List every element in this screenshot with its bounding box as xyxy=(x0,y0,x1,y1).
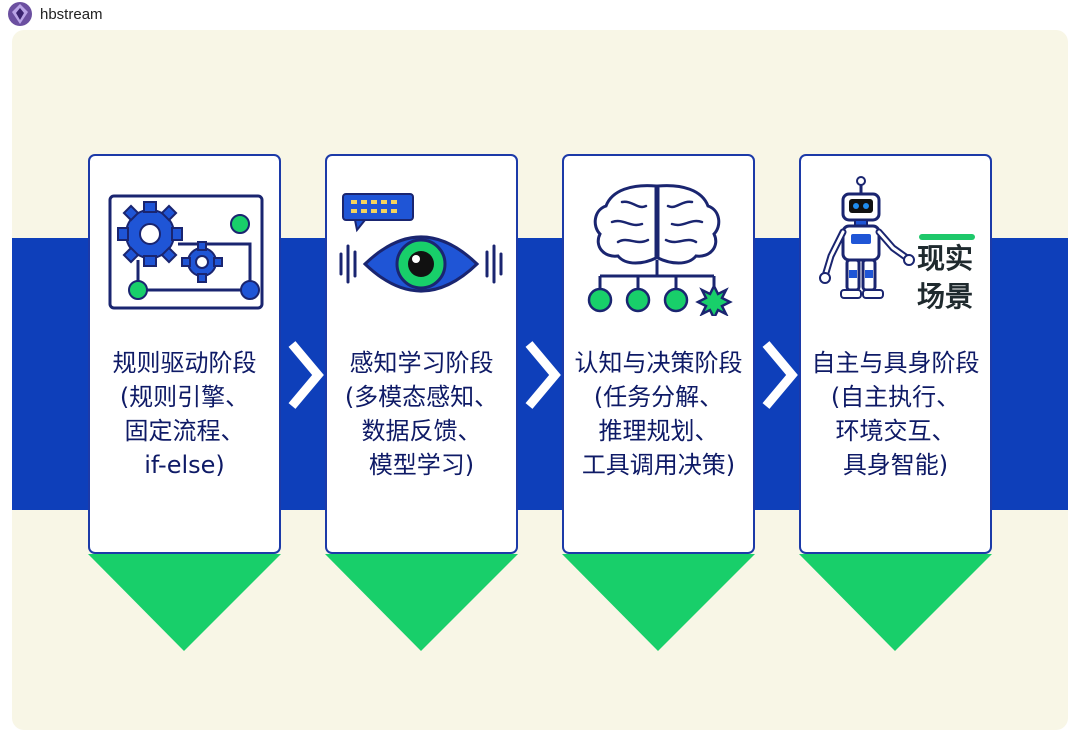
stage-label-1: 规则驱动阶段 (规则引擎、 固定流程、 if-else) xyxy=(112,349,257,479)
gears-circuit-icon xyxy=(108,194,264,310)
brain-network-icon xyxy=(587,184,733,316)
eye-perception-icon xyxy=(339,193,503,293)
chevron-right-icon xyxy=(762,341,798,409)
avatar[interactable] xyxy=(8,2,32,26)
robot-icon xyxy=(819,176,915,299)
real-scene-label: 现实 场景 xyxy=(917,242,974,313)
chevron-right-icon xyxy=(288,341,324,409)
stage-card-2: 感知学习阶段 (多模态感知、 数据反馈、 模型学习) xyxy=(325,154,518,651)
stage-label-3: 认知与决策阶段 (任务分解、 推理规划、 工具调用决策) xyxy=(574,349,743,479)
stage-label-4: 自主与具身阶段 (自主执行、 环境交互、 具身智能) xyxy=(811,349,980,479)
stage-card-3: 认知与决策阶段 (任务分解、 推理规划、 工具调用决策) xyxy=(562,154,755,651)
stage-card-1: 规则驱动阶段 (规则引擎、 固定流程、 if-else) xyxy=(88,154,281,651)
real-scene-accent-bar xyxy=(919,234,975,240)
diagram-frame: 规则驱动阶段 (规则引擎、 固定流程、 if-else) xyxy=(12,30,1068,730)
stage-card-4: 自主与具身阶段 (自主执行、 环境交互、 具身智能) xyxy=(799,154,992,651)
username[interactable]: hbstream xyxy=(40,5,103,23)
chevron-right-icon xyxy=(525,341,561,409)
post-header: hbstream xyxy=(8,0,103,28)
stage-label-2: 感知学习阶段 (多模态感知、 数据反馈、 模型学习) xyxy=(344,349,499,479)
